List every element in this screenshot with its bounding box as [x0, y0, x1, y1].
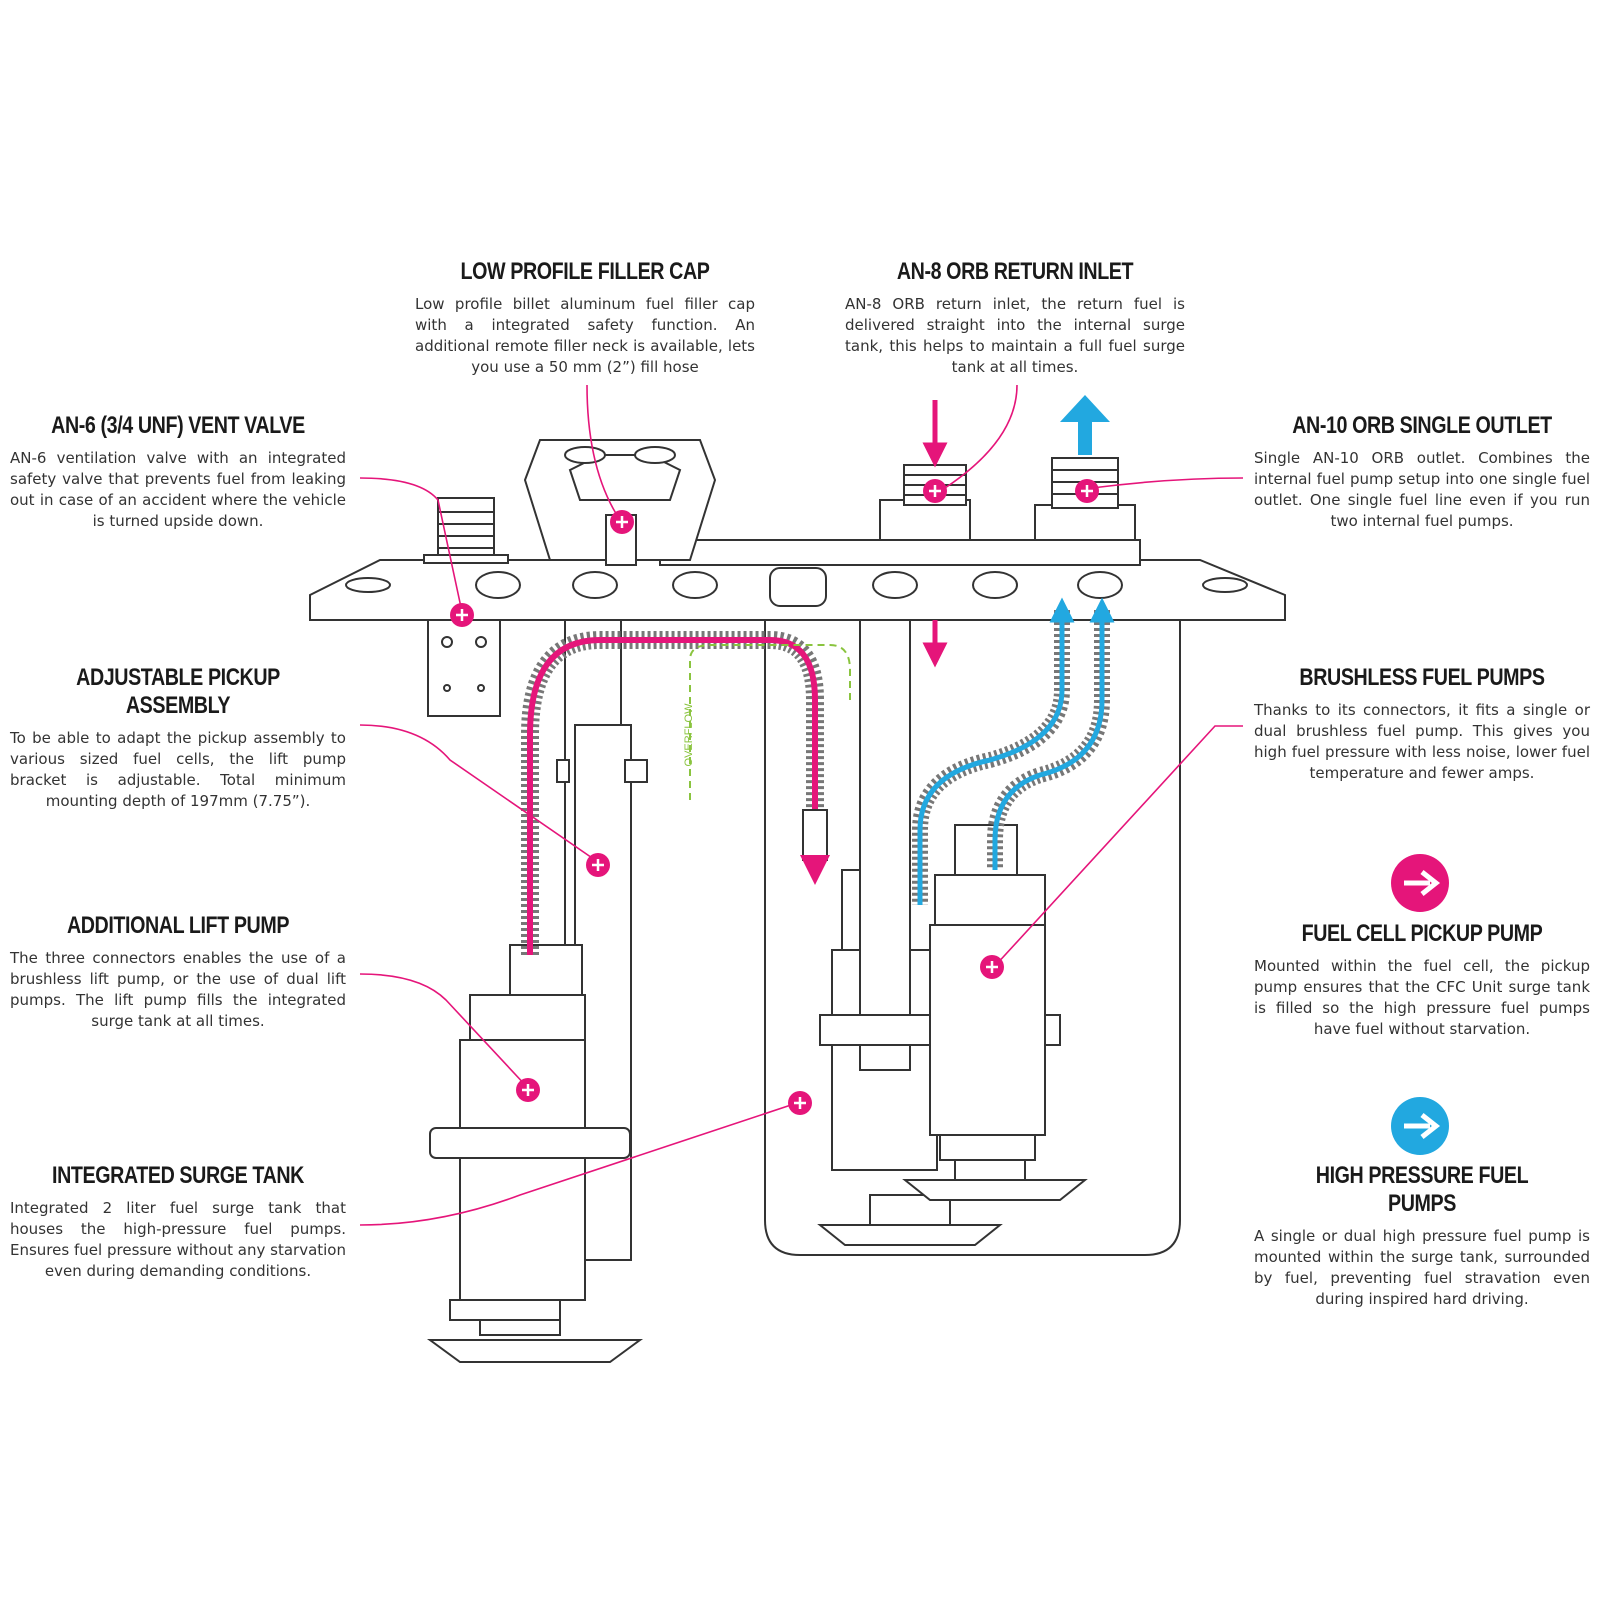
- vent-valve-fitting: [423, 497, 509, 717]
- marker-single-outlet: [1075, 479, 1099, 503]
- cell-pickup-pump-text: Mounted within the fuel cell, the pickup…: [1254, 957, 1590, 1038]
- marker-filler-cap: [610, 510, 634, 534]
- callout-lift-pump: ADDITIONAL LIFT PUMP The three connector…: [10, 912, 346, 1032]
- flange-plate: [309, 539, 1286, 621]
- surge-tank-text: Integrated 2 liter fuel surge tank that …: [10, 1199, 346, 1280]
- filler-cap-title: LOW PROFILE FILLER CAP: [460, 258, 710, 285]
- brushless-pumps-title: BRUSHLESS FUEL PUMPS: [1299, 664, 1545, 691]
- flow-arrows: [922, 395, 1110, 668]
- callout-hp-pumps: HIGH PRESSURE FUEL PUMPS A single or dua…: [1254, 1162, 1590, 1310]
- overflow-path: [689, 644, 851, 800]
- leader-lines: [359, 384, 1244, 1226]
- marker-brushless-pumps: [980, 955, 1004, 979]
- brushless-pumps-text: Thanks to its connectors, it fits a sing…: [1254, 701, 1590, 782]
- callout-vent-valve: AN-6 (3/4 UNF) VENT VALVE AN-6 ventilati…: [10, 412, 346, 532]
- pickup-assembly-title: ADJUSTABLE PICKUP ASSEMBLY: [76, 664, 280, 719]
- marker-surge-tank: [788, 1091, 812, 1115]
- callout-single-outlet: AN-10 ORB SINGLE OUTLET Single AN-10 ORB…: [1254, 412, 1590, 532]
- vent-valve-title: AN-6 (3/4 UNF) VENT VALVE: [51, 412, 305, 439]
- surge-tank-body: [764, 620, 1181, 1256]
- callout-filler-cap: LOW PROFILE FILLER CAP Low profile bille…: [415, 258, 755, 378]
- hp-pump-rear: [902, 824, 1088, 1201]
- marker-return-inlet: [923, 479, 947, 503]
- marker-pickup-assembly: [586, 853, 610, 877]
- cell-pickup-pump-title: FUEL CELL PICKUP PUMP: [1301, 920, 1543, 947]
- callout-surge-tank: INTEGRATED SURGE TANK Integrated 2 liter…: [10, 1162, 346, 1282]
- hp-pumps-text: A single or dual high pressure fuel pump…: [1254, 1227, 1590, 1308]
- vent-valve-text: AN-6 ventilation valve with an integrate…: [10, 449, 346, 530]
- callout-cell-pickup-pump: FUEL CELL PICKUP PUMP Mounted within the…: [1254, 920, 1590, 1040]
- fuel-hoses: [521, 597, 1115, 955]
- pickup-assembly-text: To be able to adapt the pickup assembly …: [10, 729, 346, 810]
- surge-tank-title: INTEGRATED SURGE TANK: [52, 1162, 304, 1189]
- lift-pump-title: ADDITIONAL LIFT PUMP: [66, 912, 290, 939]
- lift-pump-text: The three connectors enables the use of …: [10, 949, 346, 1030]
- marker-lift-pump: [516, 1078, 540, 1102]
- filler-cap-drawing: [523, 439, 717, 566]
- return-inlet-title: AN-8 ORB RETURN INLET: [896, 258, 1134, 285]
- callout-pickup-assembly: ADJUSTABLE PICKUP ASSEMBLY To be able to…: [10, 664, 346, 812]
- hp-pumps-title: HIGH PRESSURE FUEL PUMPS: [1315, 1162, 1529, 1217]
- single-outlet-title: AN-10 ORB SINGLE OUTLET: [1292, 412, 1552, 439]
- legend-pickup-icon: [1391, 854, 1449, 912]
- single-outlet-text: Single AN-10 ORB outlet. Combines the in…: [1254, 449, 1590, 530]
- lift-pump-drawing: [426, 944, 644, 1363]
- marker-vent-valve: [450, 603, 474, 627]
- legend-hp-icon: [1391, 1097, 1449, 1155]
- return-inlet-fitting: [879, 464, 971, 541]
- callout-return-inlet: AN-8 ORB RETURN INLET AN-8 ORB return in…: [845, 258, 1185, 378]
- return-inlet-text: AN-8 ORB return inlet, the return fuel i…: [845, 295, 1185, 376]
- overflow-label: OVERFLOW: [683, 703, 695, 767]
- callout-brushless-pumps: BRUSHLESS FUEL PUMPS Thanks to its conne…: [1254, 664, 1590, 784]
- callout-markers: [450, 479, 1099, 1115]
- filler-cap-text: Low profile billet aluminum fuel filler …: [415, 295, 755, 376]
